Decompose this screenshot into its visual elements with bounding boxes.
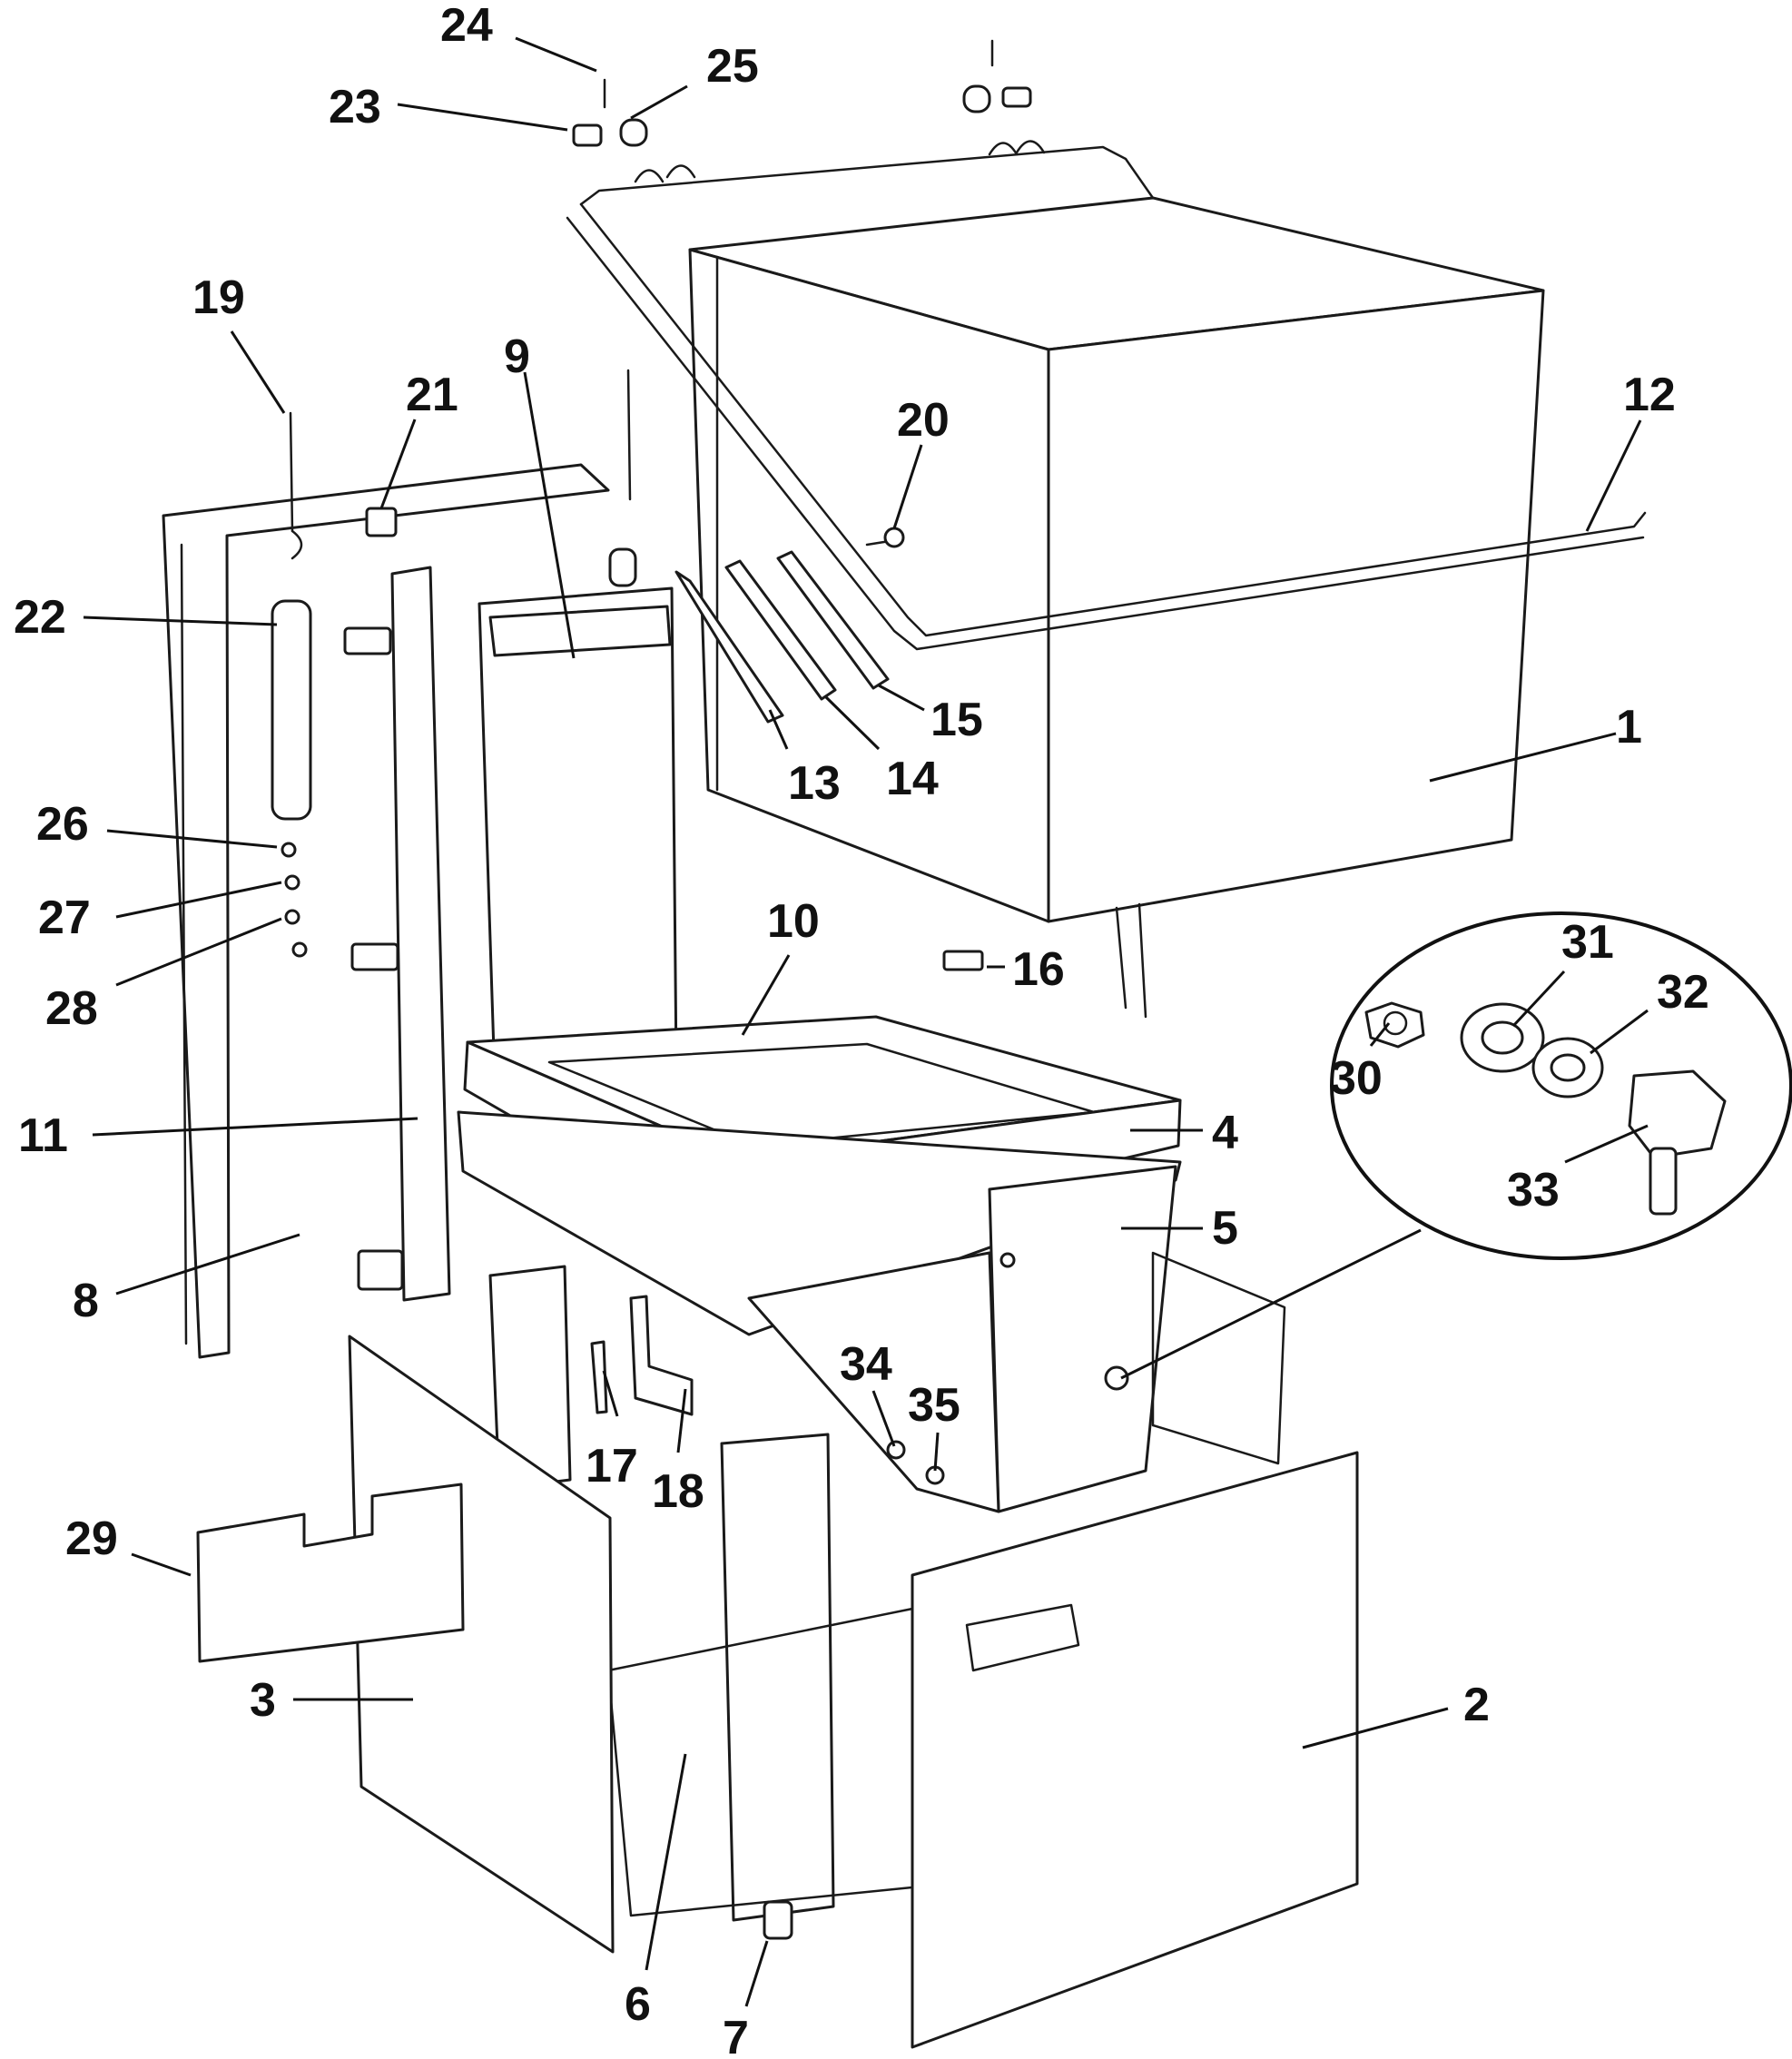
callout-24: 24	[440, 0, 493, 52]
part-frame-column	[343, 507, 451, 1302]
part-small-hardware	[281, 842, 308, 958]
callout-9: 9	[504, 330, 530, 383]
callout-28: 28	[45, 982, 98, 1035]
leader-lines	[83, 36, 1649, 2007]
callout-31: 31	[1561, 916, 1614, 969]
callout-labels: 1 2 3 4 5 6 7 8 9 10 11 12 13 14 15 16 1…	[14, 0, 1709, 2059]
callout-18: 18	[652, 1465, 704, 1518]
callout-7: 7	[723, 2012, 749, 2059]
part-block	[942, 950, 984, 971]
part-plate	[196, 1483, 465, 1663]
part-brackets	[590, 1295, 694, 1416]
callout-25: 25	[706, 40, 759, 93]
callout-13: 13	[788, 757, 841, 810]
callout-19: 19	[192, 271, 245, 324]
part-side-panel	[162, 463, 610, 1359]
part-left-panel	[348, 1335, 615, 1954]
callout-16: 16	[1012, 943, 1065, 996]
callout-15: 15	[930, 694, 983, 746]
callout-8: 8	[73, 1275, 99, 1327]
callout-23: 23	[329, 81, 381, 133]
callout-4: 4	[1212, 1107, 1238, 1159]
callout-1: 1	[1616, 701, 1642, 754]
detail-circle	[1330, 911, 1792, 1260]
callout-11: 11	[18, 1109, 68, 1162]
callout-34: 34	[840, 1338, 892, 1391]
part-spring-assembly	[271, 369, 637, 821]
callout-17: 17	[586, 1440, 638, 1493]
part-handle-bar	[566, 140, 1647, 651]
part-hinge-hardware	[572, 39, 1032, 147]
callout-29: 29	[65, 1512, 118, 1565]
callout-26: 26	[36, 798, 89, 851]
callout-10: 10	[767, 895, 820, 948]
callout-32: 32	[1657, 966, 1709, 1019]
callout-6: 6	[625, 1978, 651, 2031]
part-fittings	[886, 1365, 1129, 1485]
detail-pointer-line	[1120, 1228, 1422, 1380]
callout-33: 33	[1507, 1164, 1560, 1217]
callout-20: 20	[897, 394, 950, 447]
part-front-door	[911, 1451, 1359, 2049]
callout-12: 12	[1623, 369, 1676, 421]
callout-35: 35	[908, 1379, 960, 1432]
callout-5: 5	[1212, 1202, 1238, 1255]
callout-14: 14	[886, 753, 939, 805]
part-door-panel	[478, 586, 678, 1082]
callout-2: 2	[1463, 1679, 1490, 1731]
part-base-frame	[488, 1251, 1286, 1940]
callout-22: 22	[14, 591, 66, 644]
callout-27: 27	[38, 892, 91, 944]
part-rails	[674, 550, 890, 724]
callout-21: 21	[406, 369, 458, 421]
callout-3: 3	[250, 1674, 276, 1727]
part-hood	[688, 196, 1545, 1019]
callout-30: 30	[1330, 1052, 1383, 1105]
